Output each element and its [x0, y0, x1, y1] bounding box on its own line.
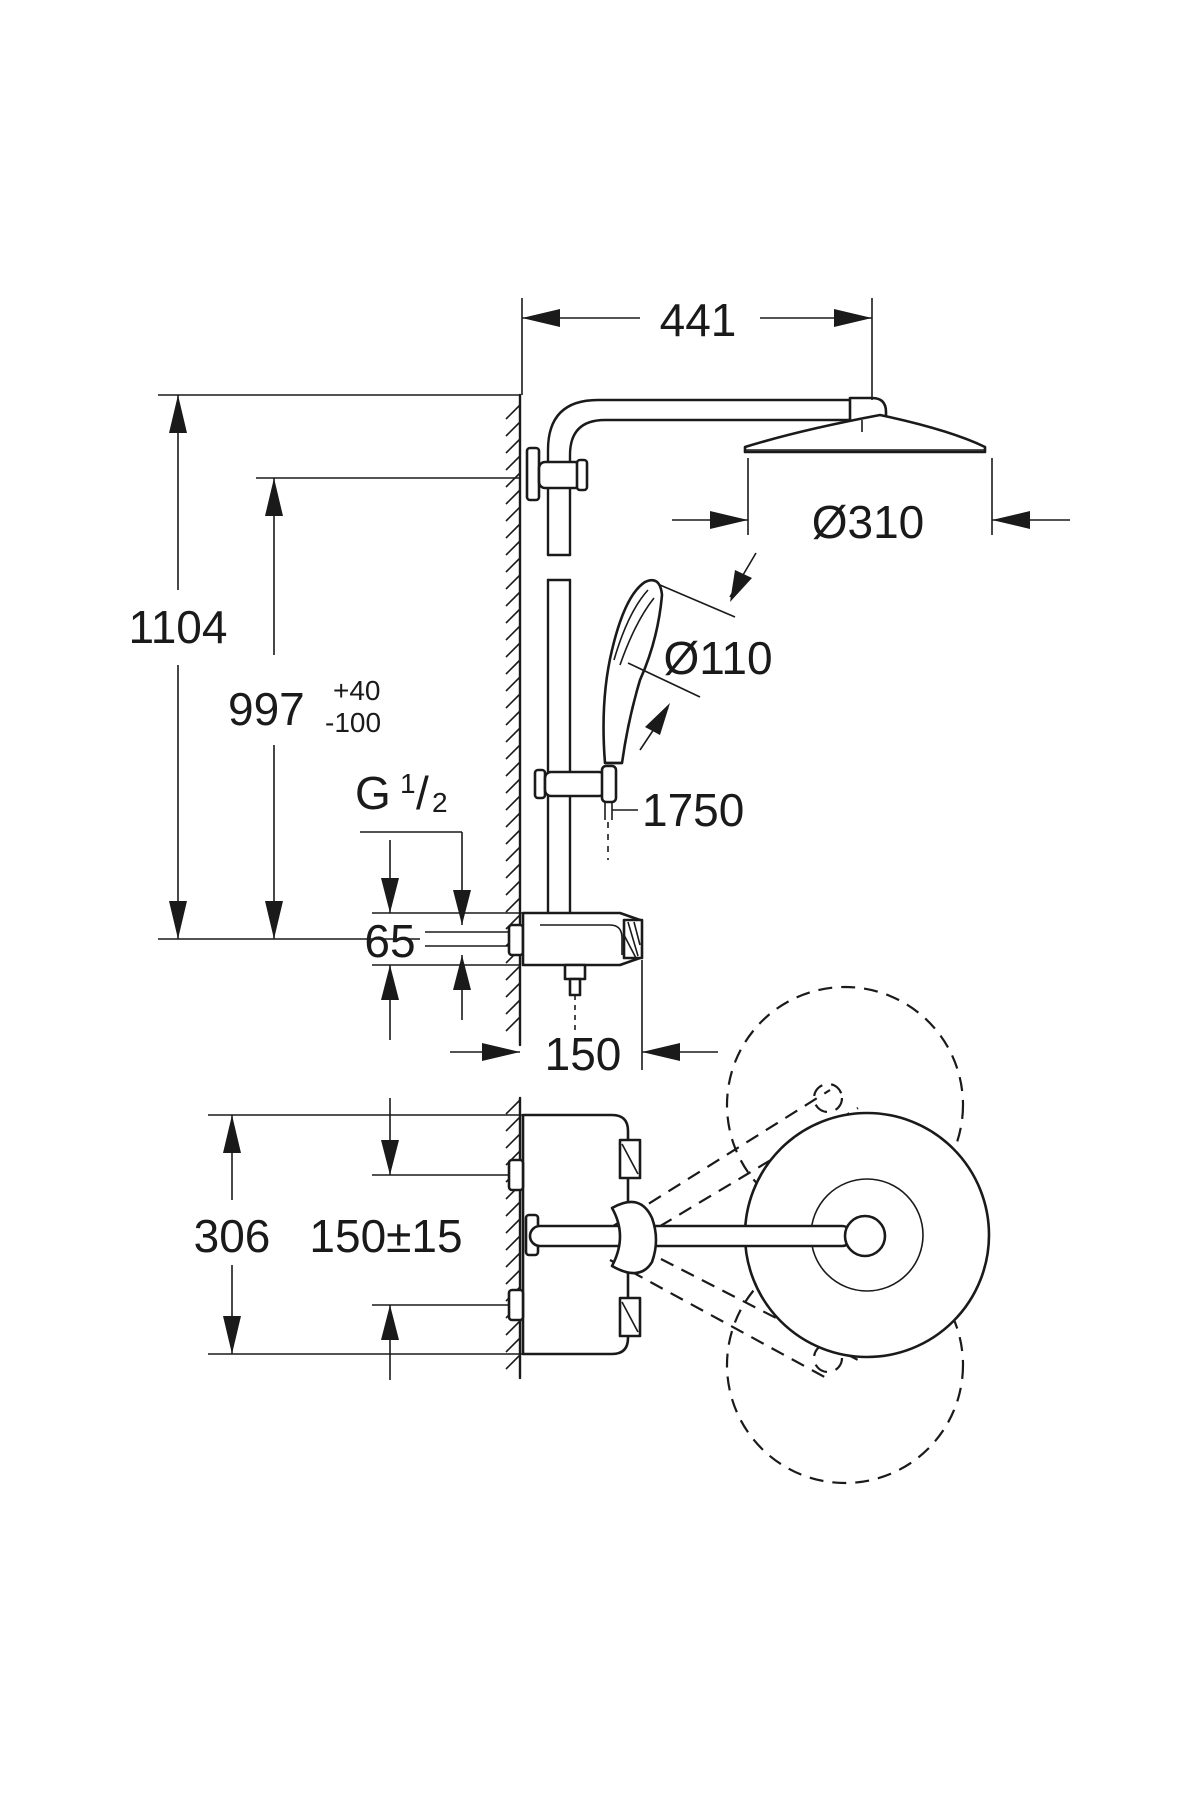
wall-hatch-line — [505, 404, 521, 420]
dim-150-tolerance-label: 150±15 — [309, 1210, 462, 1262]
wall-hatch-line — [505, 778, 521, 794]
thread-slash-label: / — [416, 767, 429, 819]
wall-hatch-line — [505, 795, 521, 811]
dim-441-label: 441 — [660, 294, 737, 346]
wall-hatch-line — [505, 574, 521, 590]
wall-hatch-line — [505, 557, 521, 573]
dim-997-label: 997 — [228, 683, 305, 735]
dimension-1104: 1104 — [129, 394, 520, 940]
wall-hatch-line — [505, 1269, 521, 1285]
wall-hatch-line — [505, 1016, 521, 1032]
wall-hatch-line — [505, 421, 521, 437]
wall-hatch-line — [505, 608, 521, 624]
wall-hatch-line — [505, 472, 521, 488]
thread-prefix-label: G — [355, 767, 391, 819]
wall-hatch-line — [505, 982, 521, 998]
wall-hatch-line — [505, 523, 521, 539]
dim-306-label: 306 — [194, 1210, 271, 1262]
wall-hatch-line — [505, 863, 521, 879]
riser-rail — [525, 398, 852, 927]
wall-hatch-line — [505, 1116, 521, 1132]
hand-shower — [533, 578, 664, 860]
dimension-997: 997 +40 -100 — [228, 477, 520, 939]
wall-hatch-line — [505, 506, 521, 522]
wall-hatch-line — [505, 659, 521, 675]
wall-hatch-line — [505, 744, 521, 760]
wall-hatch-line — [505, 829, 521, 845]
wall-hatch-line — [505, 455, 521, 471]
thermostat-elevation — [507, 911, 644, 1030]
wall-hatch-line — [505, 540, 521, 556]
dimension-150: 150 — [450, 960, 718, 1080]
wall-hatch-line — [505, 1099, 521, 1115]
wall-hatch-line — [505, 1252, 521, 1268]
dimension-65: 65 — [364, 840, 523, 1040]
wall-hatch-line — [505, 1337, 521, 1353]
wall-hatch-line — [505, 880, 521, 896]
dim-150-label: 150 — [545, 1028, 622, 1080]
wall-hatch-line — [505, 710, 521, 726]
wall-hatch-line — [505, 812, 521, 828]
wall-hatch-line — [505, 846, 521, 862]
dimension-1750: 1750 — [612, 784, 744, 836]
wall-hatch-line — [505, 1235, 521, 1251]
wall-hatch-line — [505, 1218, 521, 1234]
shower-arm-plan — [528, 1111, 991, 1359]
wall-hatch-line — [505, 489, 521, 505]
rain-shower-head — [743, 396, 987, 454]
wall-hatch-line — [505, 1201, 521, 1217]
wall-hatch-line — [505, 999, 521, 1015]
dimension-diameter-110: Ø110 — [627, 552, 773, 751]
wall-hatch-line — [505, 693, 521, 709]
wall-hatch-line — [505, 897, 521, 913]
dimension-150-tolerance: 150±15 — [309, 1098, 509, 1380]
dim-diameter-310-label: Ø310 — [812, 496, 925, 548]
wall-hatch-line — [505, 1133, 521, 1149]
wall-plan — [505, 1096, 522, 1380]
dim-1750-label: 1750 — [642, 784, 744, 836]
dimension-441: 441 — [521, 294, 873, 400]
dim-65-label: 65 — [364, 915, 415, 967]
wall-hatch-line — [505, 1320, 521, 1336]
wall-hatch-line — [505, 761, 521, 777]
dim-diameter-110-label: Ø110 — [663, 632, 772, 684]
dimension-306: 306 — [194, 1114, 523, 1355]
thread-denominator-label: 2 — [432, 787, 448, 818]
dimension-diameter-310: Ø310 — [672, 458, 1070, 548]
wall-hatch-line — [505, 727, 521, 743]
wall-hatch-line — [505, 591, 521, 607]
wall-hatch-line — [505, 1354, 521, 1370]
thread-numerator-label: 1 — [400, 768, 416, 799]
dimension-thread-g-half: G 1 / 2 — [355, 767, 471, 1020]
tolerance-minus-label: -100 — [325, 707, 381, 738]
wall-hatch-line — [505, 965, 521, 981]
tolerance-plus-label: +40 — [333, 675, 381, 706]
wall-hatch-line — [505, 438, 521, 454]
wall-hatch-line — [505, 642, 521, 658]
wall-hatch-line — [505, 625, 521, 641]
wall-hatch-line — [505, 676, 521, 692]
dim-1104-label: 1104 — [129, 601, 228, 653]
